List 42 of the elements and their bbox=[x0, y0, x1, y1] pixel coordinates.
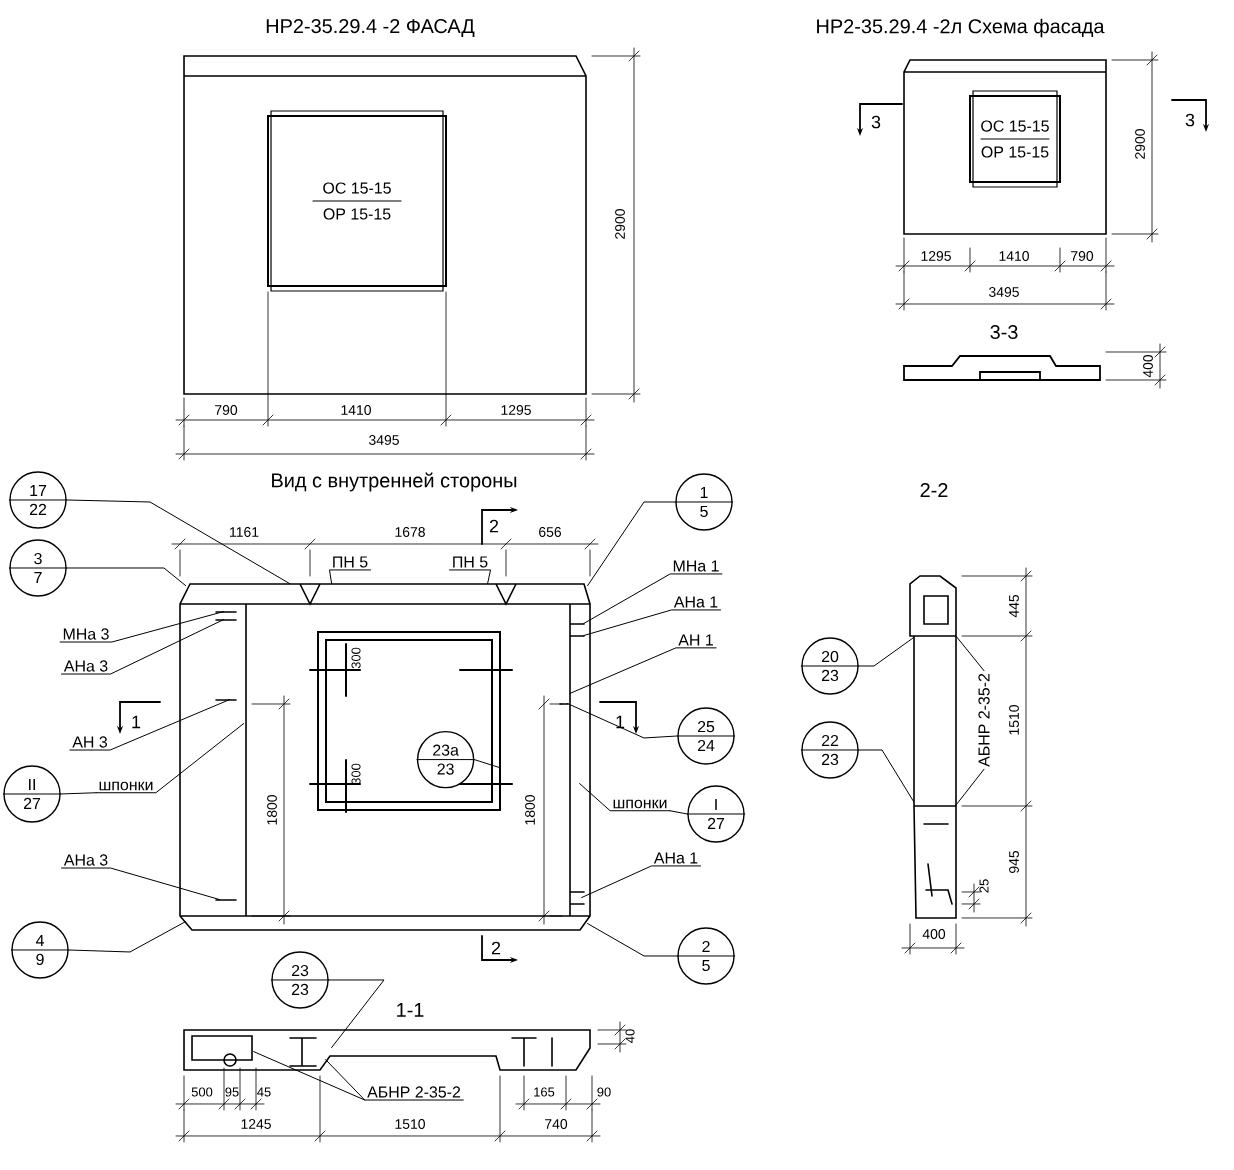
leader-line bbox=[66, 567, 187, 587]
leader-line bbox=[583, 609, 722, 637]
section-label: 3-3 bbox=[990, 324, 1018, 340]
leader-line bbox=[473, 759, 501, 769]
leader-line bbox=[329, 569, 372, 585]
leader-line bbox=[858, 749, 915, 803]
leader-line bbox=[587, 923, 678, 957]
leader-line bbox=[567, 703, 678, 739]
leader-line bbox=[579, 783, 671, 812]
leader-line bbox=[325, 1059, 464, 1101]
leader-line bbox=[60, 792, 97, 795]
leader-line bbox=[449, 569, 492, 585]
drawing-title: Вид с внутренней стороны bbox=[272, 472, 517, 492]
leader-line bbox=[61, 867, 221, 901]
leader-line bbox=[69, 699, 231, 751]
leader-line bbox=[61, 619, 225, 675]
leader-line bbox=[95, 723, 245, 794]
leader-line bbox=[955, 635, 985, 672]
leader-line bbox=[569, 647, 717, 695]
drawing-title: НР2-35.29.4 -2л Схема фасада bbox=[817, 18, 1105, 38]
section-label: 2-2 bbox=[920, 483, 948, 497]
section-drawing bbox=[183, 1029, 591, 1071]
leader-line bbox=[669, 810, 688, 815]
leader-line bbox=[68, 921, 187, 953]
leader-line bbox=[587, 501, 676, 587]
leader-line bbox=[581, 865, 702, 899]
section-label: 1 bbox=[616, 715, 625, 729]
section-label: 1 bbox=[132, 715, 141, 729]
section-label: 3 bbox=[871, 115, 881, 129]
leader-line bbox=[955, 768, 985, 807]
leader-line bbox=[59, 611, 225, 643]
leader-line bbox=[253, 1051, 366, 1101]
drawing-title: НР2-35.29.4 -2 ФАСАД bbox=[266, 19, 475, 37]
section-drawing bbox=[909, 575, 957, 919]
section-label: 3 bbox=[1185, 113, 1195, 127]
section-label: 2 bbox=[489, 519, 499, 533]
leader-line bbox=[328, 979, 385, 1049]
leader-line bbox=[66, 499, 291, 585]
panel-drawing bbox=[179, 583, 591, 931]
leader-line bbox=[858, 637, 915, 667]
section-label: 2 bbox=[491, 941, 501, 955]
leader-line bbox=[583, 573, 723, 625]
